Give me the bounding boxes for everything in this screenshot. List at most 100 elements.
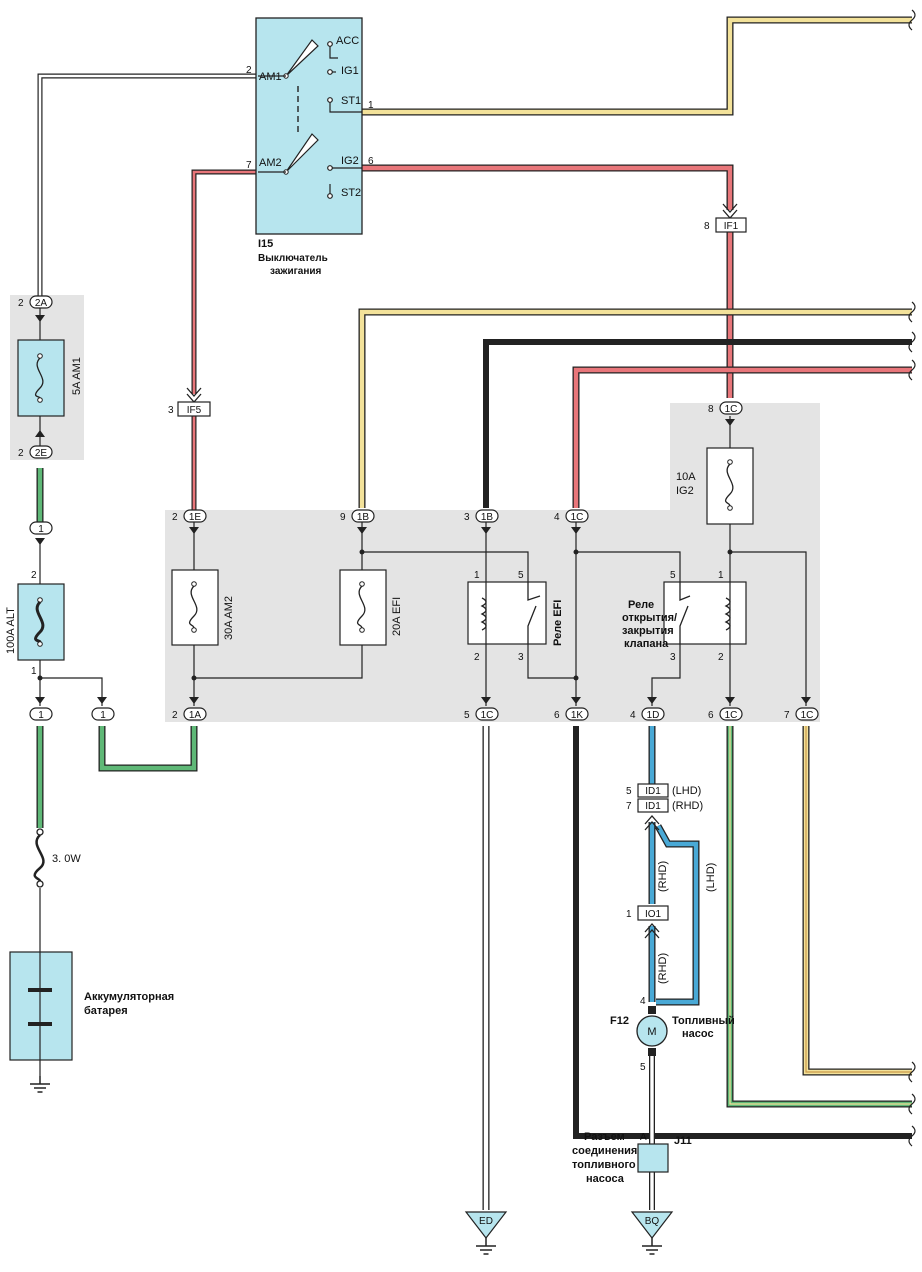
switch-pin-st1: 1 xyxy=(368,100,374,111)
connector-if5: IF5 3 xyxy=(168,387,211,417)
connector-1c-7-pin: 7 xyxy=(784,710,790,721)
svg-text:IF5: IF5 xyxy=(187,405,202,416)
wire-am2-red xyxy=(191,169,260,512)
fuse-ig2-label-line1: 10A xyxy=(676,471,696,483)
joint-label-line3: топливного xyxy=(572,1159,636,1171)
connector-1d-4: 1D 4 xyxy=(630,697,665,721)
switch-terminal-ig1: IG1 xyxy=(341,65,359,77)
joint-pin: A xyxy=(640,1132,647,1143)
connector-1-left: 1 xyxy=(29,697,53,721)
relay-valve: 5 1 3 2 Реле открытия/ закрытия клапана xyxy=(622,570,747,663)
wire-1c7-yellow xyxy=(802,726,912,1076)
fusible-link: 3. 0W xyxy=(33,828,81,888)
connector-2a: 2A 2 xyxy=(18,295,53,324)
fuse-ig2: 10A IG2 xyxy=(676,447,754,525)
fuel-pump-symbol: M xyxy=(647,1026,656,1038)
fuse-efi: 20A EFI xyxy=(339,569,403,646)
connector-id1-rhd-note: (RHD) xyxy=(672,800,703,812)
connector-1b-3: 1B 3 xyxy=(464,509,499,534)
connector-1-right: 1 xyxy=(91,697,115,721)
connector-1k-6-pin: 6 xyxy=(554,710,560,721)
connector-1-battery-top: 1 xyxy=(29,521,53,545)
battery-label-line1: Аккумуляторная xyxy=(84,991,174,1003)
connector-1c-8-pin: 8 xyxy=(708,404,714,415)
switch-name-line1: Выключатель xyxy=(258,253,328,264)
joint-label-line2: соединения xyxy=(572,1145,637,1157)
svg-text:2A: 2A xyxy=(35,298,48,309)
svg-text:1B: 1B xyxy=(481,512,494,523)
connector-1c-8: 1C 8 xyxy=(708,401,743,426)
connector-if1: IF1 8 xyxy=(704,203,747,233)
relay-efi-label: Реле EFI xyxy=(552,600,564,646)
connector-1c-4-pin: 4 xyxy=(554,512,560,523)
svg-text:2E: 2E xyxy=(35,448,48,459)
svg-text:BQ: BQ xyxy=(645,1216,660,1227)
wire-1k-black xyxy=(573,726,912,1139)
connector-1b-9: 1B 9 xyxy=(340,509,375,534)
relay-valve-pin-5: 5 xyxy=(670,570,676,581)
connector-if1-pin: 8 xyxy=(704,221,710,232)
connector-io1-pin: 1 xyxy=(626,909,632,920)
switch-name-line2: зажигания xyxy=(270,266,322,277)
switch-terminal-st2: ST2 xyxy=(341,187,361,199)
fuse-am2: 30A AM2 xyxy=(171,569,235,646)
connector-1a: 1A 2 xyxy=(172,697,207,721)
fuel-pump-pin-bot: 5 xyxy=(640,1062,646,1073)
relay-valve-label-line1: Реле xyxy=(628,599,654,611)
connector-1c-6: 1C 6 xyxy=(708,697,743,721)
connector-2e: 2E 2 xyxy=(18,430,53,459)
relay-efi-pin-1: 1 xyxy=(474,570,480,581)
relay-valve-label-line4: клапана xyxy=(624,638,669,650)
switch-terminal-st1: ST1 xyxy=(341,95,361,107)
wire-ig2-red xyxy=(362,164,734,398)
svg-text:1C: 1C xyxy=(571,512,584,523)
fuse-ig2-label-line2: IG2 xyxy=(676,485,694,497)
wire-1c4-red xyxy=(572,366,912,508)
connector-id1-lhd-note: (LHD) xyxy=(672,785,701,797)
fuse-am2-label: 30A AM2 xyxy=(223,596,235,640)
relay-efi-pin-3: 3 xyxy=(518,652,524,663)
svg-text:1K: 1K xyxy=(571,710,584,721)
connector-1e-pin: 2 xyxy=(172,512,178,523)
fuse-alt: 100A ALT 2 1 xyxy=(5,570,65,677)
connector-2a-pin: 2 xyxy=(18,298,24,309)
svg-text:IF1: IF1 xyxy=(724,221,739,232)
connector-1c-7: 1C 7 xyxy=(784,697,819,721)
fuel-pump-label-line2: насос xyxy=(682,1028,714,1040)
svg-text:1B: 1B xyxy=(357,512,370,523)
svg-text:1C: 1C xyxy=(725,710,738,721)
switch-terminal-acc: ACC xyxy=(336,35,359,47)
wire-am1-white xyxy=(37,73,260,296)
alt-thin-wiring xyxy=(39,308,103,1076)
fuse-alt-pin-bot: 1 xyxy=(31,666,37,677)
relay-valve-pin-2: 2 xyxy=(718,652,724,663)
switch-terminal-ig2: IG2 xyxy=(341,155,359,167)
battery: Аккумуляторная батарея xyxy=(9,951,174,1093)
joint-label-line4: насоса xyxy=(586,1173,625,1185)
svg-text:ID1: ID1 xyxy=(645,786,661,797)
wire-1b9-yellow xyxy=(358,308,912,508)
connector-1c-4: 1C 4 xyxy=(554,509,589,534)
connector-1c-5-pin: 5 xyxy=(464,710,470,721)
connector-id1-lhd-pin: 5 xyxy=(626,786,632,797)
wire-battery-green xyxy=(36,468,198,828)
connector-1c-5: 1C 5 xyxy=(464,697,499,721)
svg-text:1C: 1C xyxy=(481,710,494,721)
fusible-link-label: 3. 0W xyxy=(52,853,81,865)
connector-id1: ID1 5 (LHD) ID1 7 (RHD) xyxy=(626,783,703,831)
junction-block-panel xyxy=(165,403,820,722)
fuse-alt-label: 100A ALT xyxy=(5,607,17,654)
switch-pin-ig2: 6 xyxy=(368,156,374,167)
joint-connector-j11: A J11 Разъем соединения топливного насос… xyxy=(572,1131,692,1185)
switch-terminal-am1: AM1 xyxy=(259,71,282,83)
connector-1a-pin: 2 xyxy=(172,710,178,721)
relay-efi-pin-2: 2 xyxy=(474,652,480,663)
svg-text:IO1: IO1 xyxy=(645,909,662,920)
connector-1c-6-pin: 6 xyxy=(708,710,714,721)
svg-text:ID1: ID1 xyxy=(645,801,661,812)
connector-1k-6: 1K 6 xyxy=(554,697,589,721)
connector-id1-rhd-pin: 7 xyxy=(626,801,632,812)
connector-1d-4-pin: 4 xyxy=(630,710,636,721)
svg-text:1: 1 xyxy=(38,524,44,535)
